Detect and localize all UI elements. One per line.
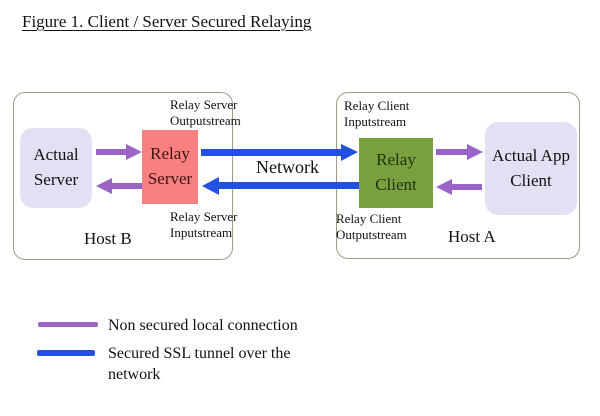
actual-app-client-node: Actual App Client [485,122,577,215]
host-b-label: Host B [84,229,132,248]
relay-server-inputstream-label: Relay Server Inputstream [170,209,238,240]
relay-client-node: Relay Client [359,138,433,208]
actual-app-client-label: Actual App Client [492,145,570,190]
host-a-box [336,92,580,259]
relay-server-outputstream-label: Relay Server Outputstream [170,97,241,128]
host-a-label: Host A [448,227,496,246]
relay-server-node: Relay Server [142,130,198,204]
relay-client-inputstream-label: Relay Client Inputstream [344,98,410,129]
network-label: Network [256,157,319,177]
legend-secured-ssl-label: Secured SSL tunnel over the network [108,345,291,383]
actual-server-label: Actual Server [33,145,79,189]
host-b-box [13,92,233,260]
legend-blue-line-icon [37,350,95,356]
relay-client-outputstream-label: Relay Client Outputstream [336,211,407,242]
figure-title: Figure 1. Client / Server Secured Relayi… [22,12,312,31]
relay-server-label: Relay Server [147,144,193,188]
legend-non-secured-label: Non secured local connection [108,317,298,334]
legend-purple-line-icon [38,322,98,327]
relay-client-label: Relay Client [375,150,417,194]
actual-server-node: Actual Server [20,128,92,208]
